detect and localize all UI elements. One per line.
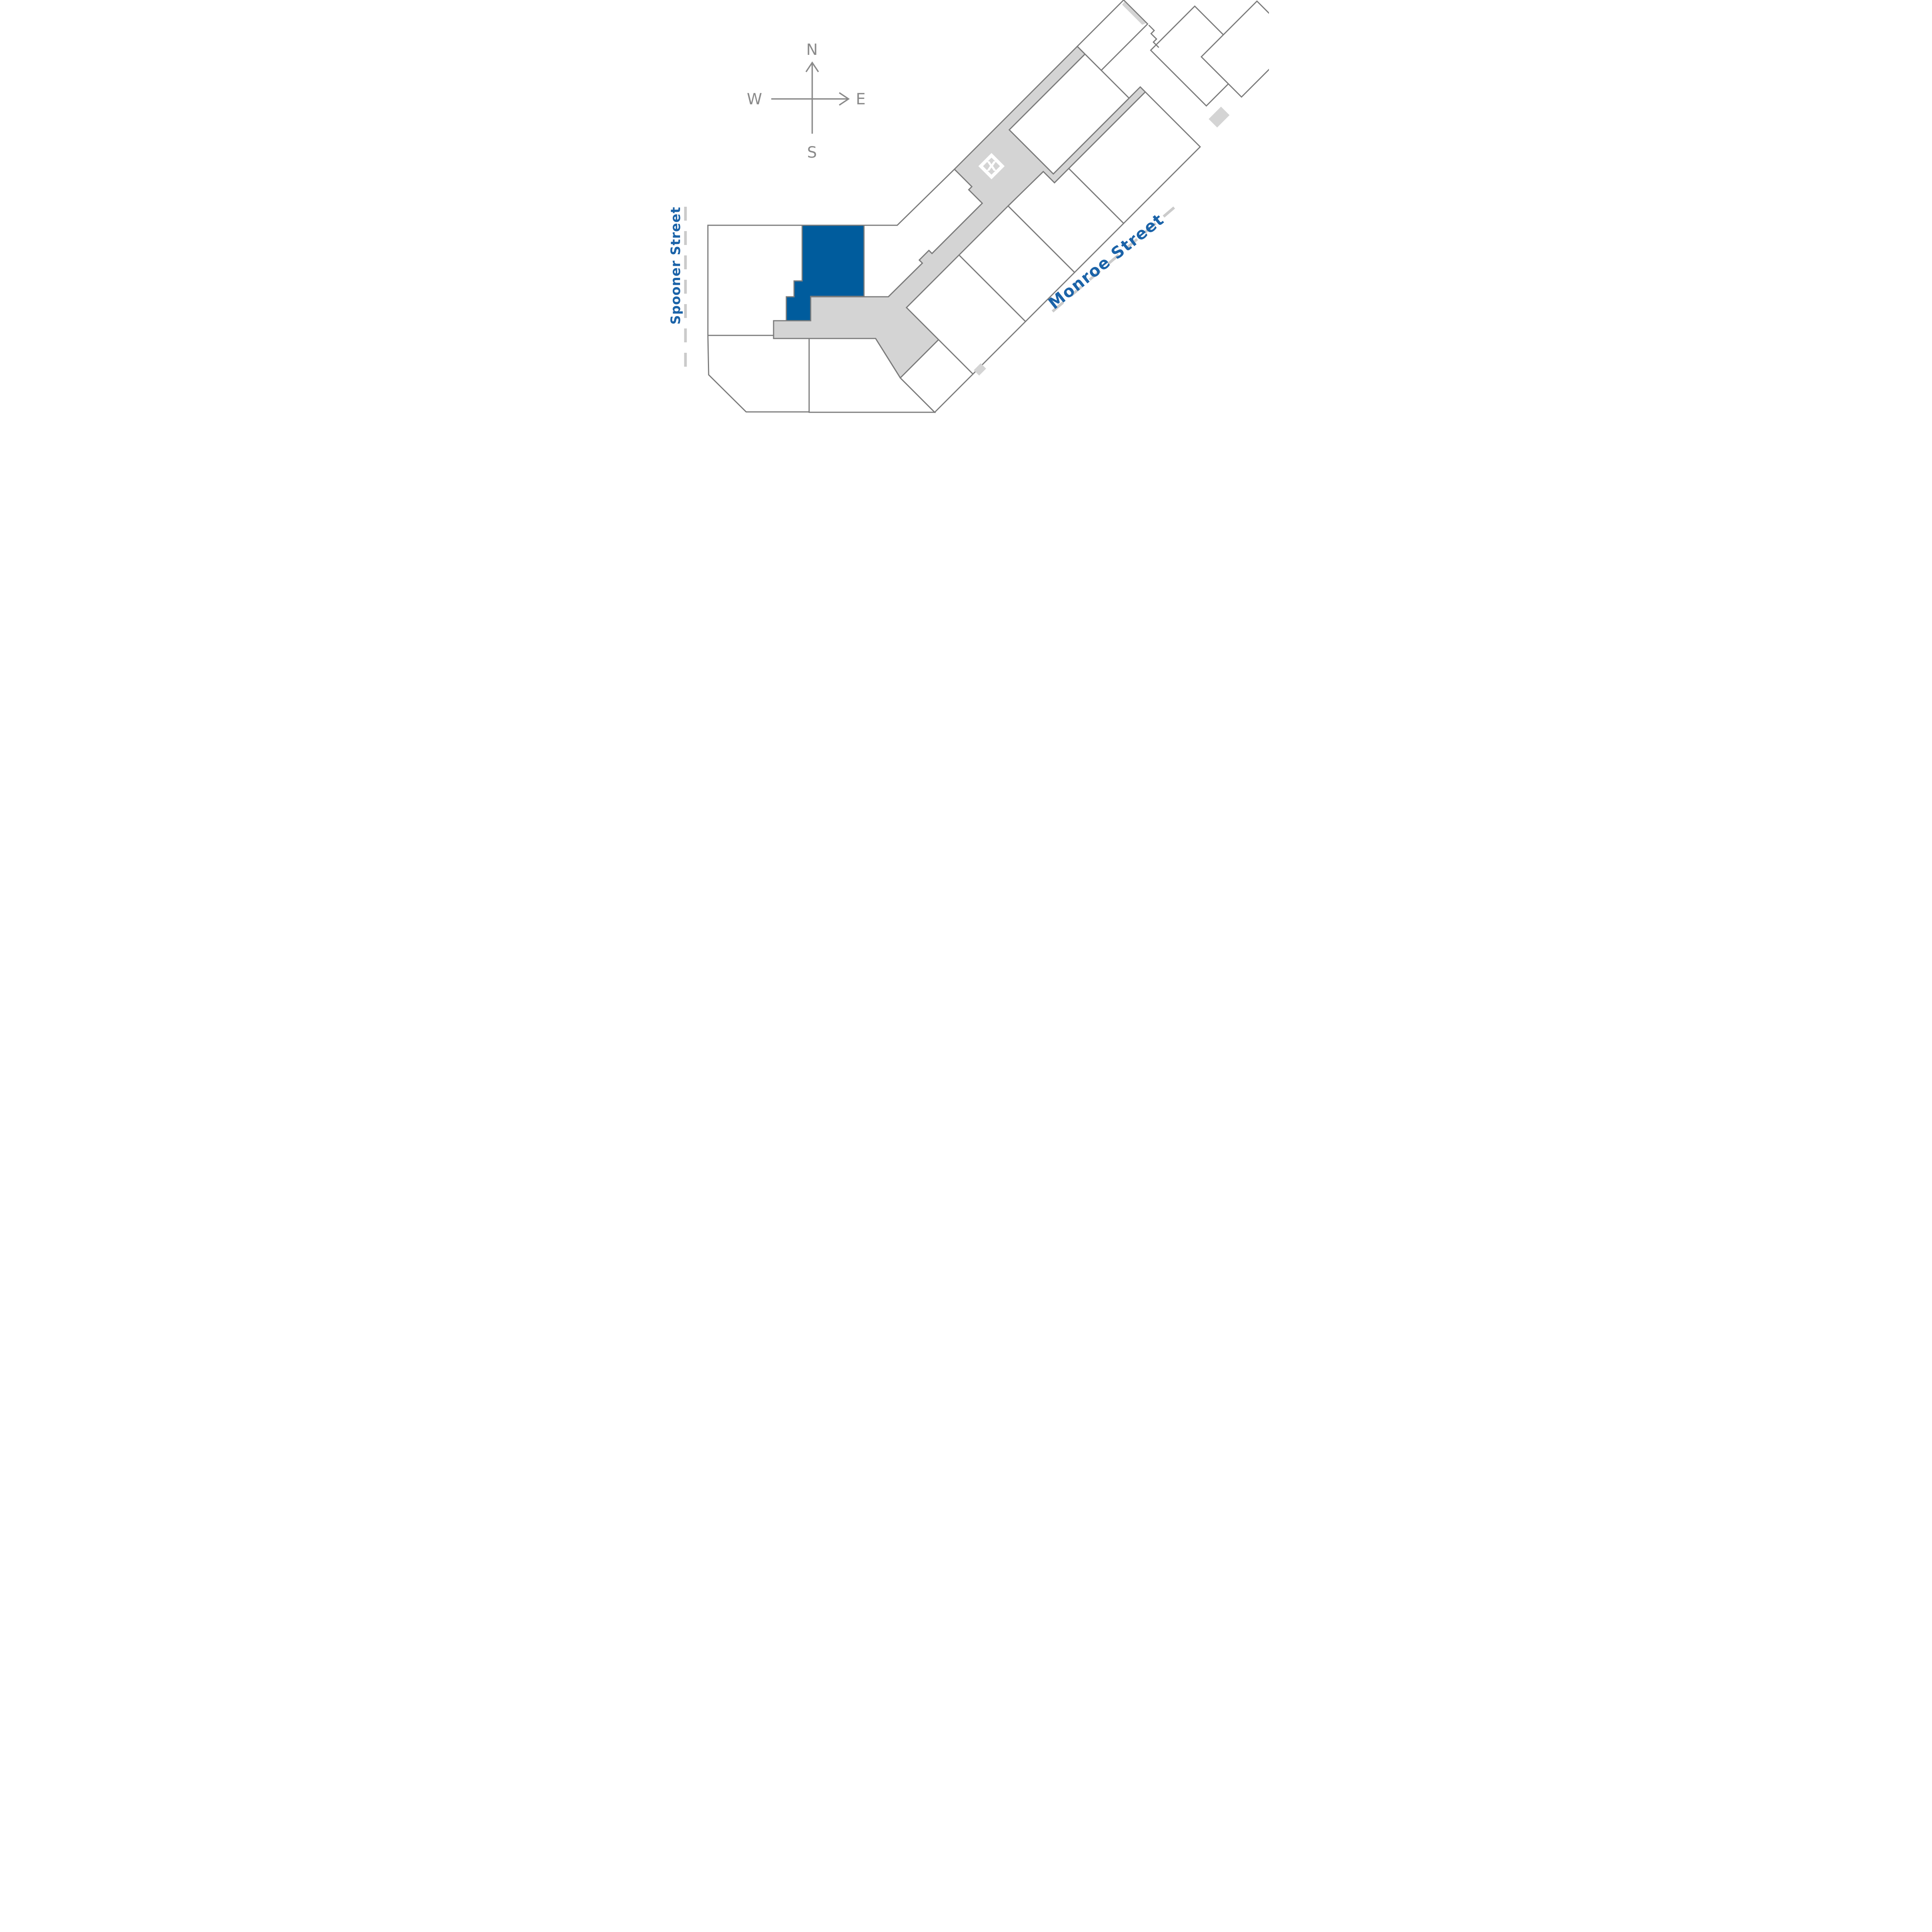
x-location-marker[interactable]: X [978, 153, 1005, 179]
monroe-street-dashed-line [1051, 201, 1181, 313]
door-upper-right [1209, 107, 1230, 128]
unit-wing-start[interactable] [863, 168, 983, 298]
compass-north-arrow-icon [805, 61, 819, 72]
unit-highlighted-blue[interactable] [786, 224, 865, 321]
unit-far-right-diamond[interactable] [1200, 0, 1269, 98]
compass-label-south: S [807, 144, 817, 162]
compass-rose: N S W E [747, 41, 866, 162]
unit-bottom-left[interactable] [707, 335, 810, 413]
unit-top-center-diamond[interactable] [1076, 0, 1149, 71]
x-marker-inner-diamond [983, 158, 1000, 175]
seam-sliver [1122, 2, 1146, 25]
x-marker-label: X [986, 159, 997, 174]
plan-shapes-layer [707, 0, 1269, 413]
unit-lower-diamond-4[interactable] [1068, 91, 1201, 224]
compass-label-west: W [747, 90, 763, 108]
spooner-street-label: Spooner Street [668, 207, 684, 325]
compass-label-north: N [806, 41, 818, 59]
compass-east-arrow-icon [839, 92, 850, 106]
door-lower-wall [974, 363, 986, 376]
site-plan-page: X N S W E Spooner Street Monroe Street [663, 0, 1269, 422]
unit-upper-diamond-1[interactable] [1008, 53, 1130, 175]
site-plan-map: X N S W E Spooner Street Monroe Street [663, 0, 1269, 422]
seam-zigzag [1148, 24, 1160, 48]
compass-label-east: E [856, 90, 866, 108]
